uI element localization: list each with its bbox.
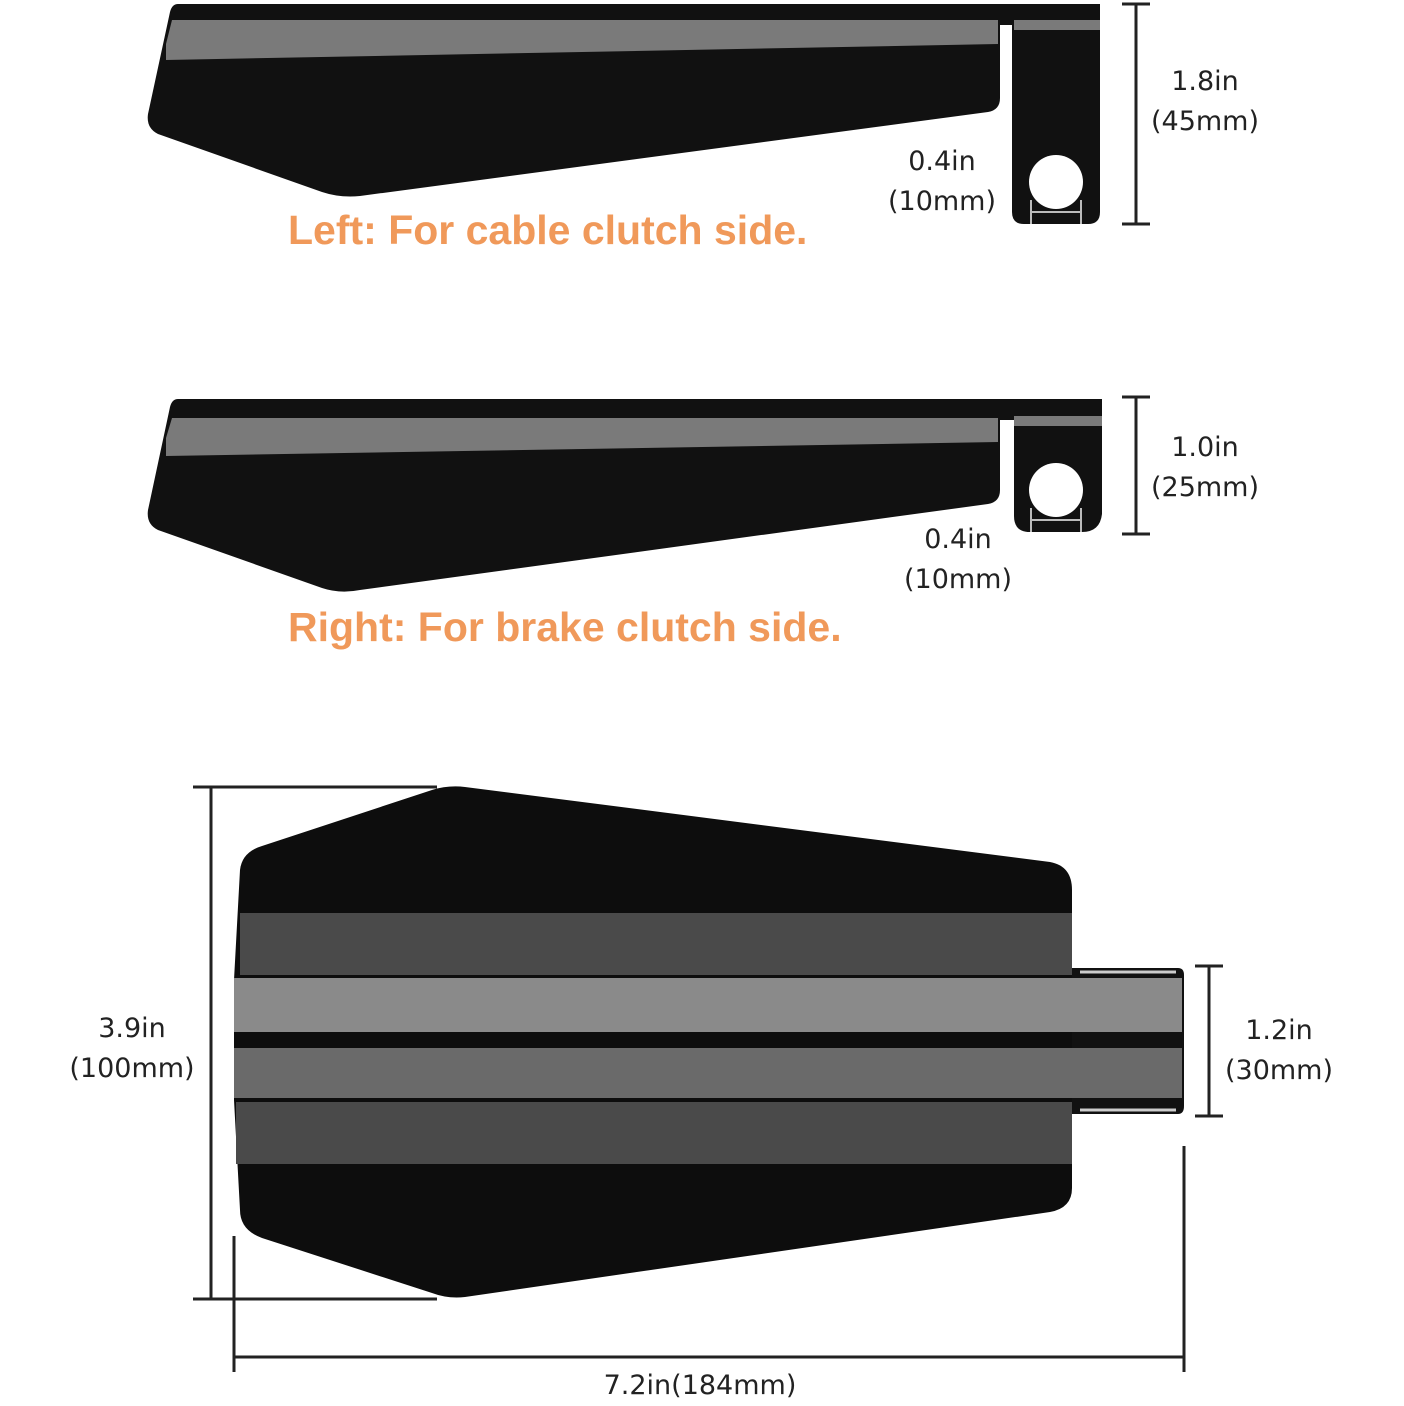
right-height-label: 1.0in (25mm): [1146, 428, 1264, 508]
top-view-illustration: [234, 786, 1184, 1298]
top-view-stripe-center-2: [234, 1048, 1182, 1098]
left-height-mm: (45mm): [1150, 106, 1260, 137]
right-guard-edge: [1014, 416, 1102, 426]
top-view-width-label: 3.9in (100mm): [62, 1009, 202, 1089]
top-view-mount-mm: (30mm): [1224, 1055, 1334, 1086]
left-height-in: 1.8in: [1171, 66, 1239, 97]
top-view-mount-label: 1.2in (30mm): [1220, 1011, 1338, 1091]
right-height-mm: (25mm): [1150, 472, 1260, 503]
top-view-stripe-center-1: [234, 978, 1182, 1032]
top-view-length-label: 7.2in(184mm): [603, 1370, 797, 1401]
top-view-length-dimension: [232, 1146, 1186, 1372]
top-view-stripe-1: [240, 913, 1072, 975]
left-guard-caption: Left: For cable clutch side.: [288, 207, 808, 253]
top-view-mount-in: 1.2in: [1245, 1015, 1313, 1046]
left-mount-hole: [1029, 155, 1083, 209]
right-guard-illustration: [147, 399, 1102, 592]
left-guard-stripe: [166, 20, 998, 60]
left-hole-mm: (10mm): [887, 186, 997, 217]
right-hole-in: 0.4in: [924, 524, 992, 555]
top-view-width-mm: (100mm): [69, 1053, 195, 1084]
right-guard-caption: Right: For brake clutch side.: [288, 604, 842, 650]
right-hole-mm: (10mm): [903, 564, 1013, 595]
top-view-width-in: 3.9in: [98, 1013, 166, 1044]
left-guard-body: [147, 4, 1100, 224]
left-height-dimension: [1122, 2, 1150, 226]
left-hole-in: 0.4in: [908, 146, 976, 177]
right-height-dimension: [1122, 395, 1150, 536]
right-height-in: 1.0in: [1171, 432, 1239, 463]
right-mount-hole: [1029, 463, 1083, 517]
top-view-body: [234, 786, 1072, 1298]
right-hole-label: 0.4in (10mm): [898, 520, 1018, 600]
top-view-stripe-2: [236, 1102, 1072, 1164]
left-height-label: 1.8in (45mm): [1146, 62, 1264, 142]
top-view-mount-dimension: [1195, 964, 1223, 1118]
left-guard-edge: [1014, 20, 1100, 30]
left-hole-label: 0.4in (10mm): [882, 142, 1002, 222]
left-guard-illustration: [147, 4, 1100, 224]
right-guard-stripe: [166, 418, 998, 456]
